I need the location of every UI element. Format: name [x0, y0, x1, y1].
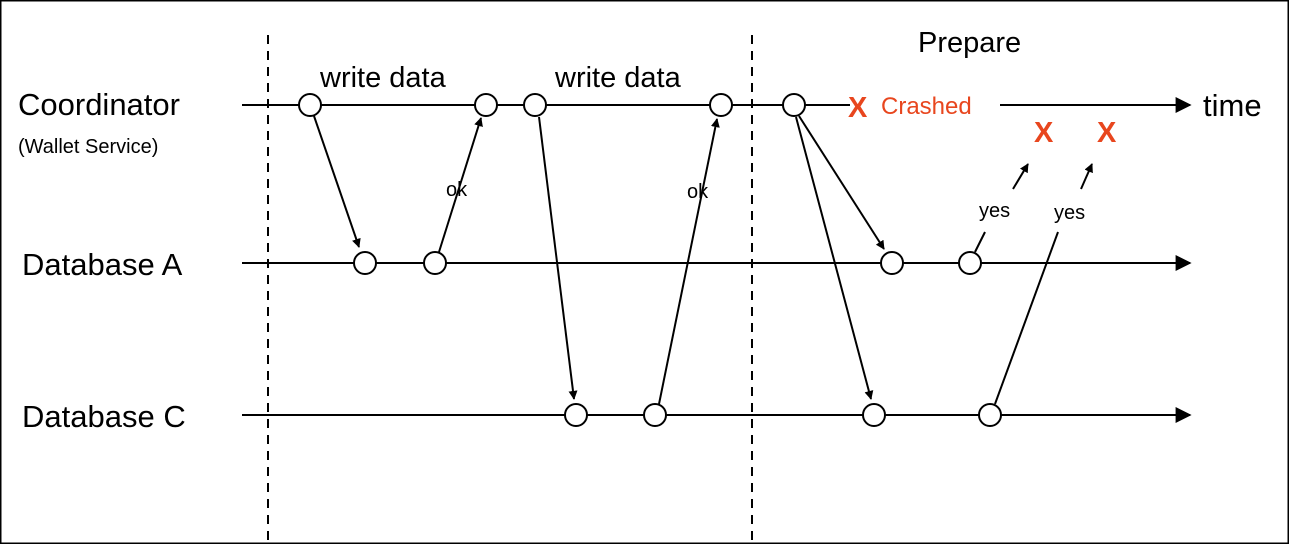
coordinator-event [523, 93, 547, 117]
lost-reply-mark-1: X [1034, 117, 1054, 149]
time-label: time [1203, 88, 1262, 123]
database-a-label: Database A [22, 247, 183, 282]
coordinator-event [298, 93, 322, 117]
database-c-event [862, 403, 886, 427]
coordinator-label: Coordinator [18, 87, 180, 122]
write-arrow-to-a [313, 115, 361, 248]
coordinator-subtitle: (Wallet Service) [18, 136, 158, 158]
write-data-label-2: write data [554, 62, 682, 94]
yes-arrow-from-a-head [1012, 163, 1029, 190]
phase-label: Prepare [918, 27, 1021, 59]
ok-arrow-from-a [438, 117, 483, 253]
write-data-label-1: write data [319, 62, 447, 94]
ok-arrow-from-c [658, 118, 720, 405]
prepare-arrow-to-c [795, 116, 874, 400]
database-a-event [958, 251, 982, 275]
yes-arrow-from-c-head [1080, 163, 1093, 190]
message-arrows [313, 115, 1093, 405]
yes-label-2: yes [1054, 202, 1085, 224]
crash-mark: X [848, 92, 868, 124]
coordinator-event [474, 93, 498, 117]
database-a-event [353, 251, 377, 275]
prepare-arrow-to-a [798, 115, 885, 250]
database-c-label: Database C [22, 399, 186, 434]
write-arrow-to-c [538, 116, 578, 400]
event-nodes [298, 93, 1002, 427]
database-a-event [423, 251, 447, 275]
yes-arrow-from-c [994, 231, 1059, 405]
yes-label-1: yes [979, 200, 1010, 222]
coordinator-event [782, 93, 806, 117]
crash-label: Crashed [881, 93, 972, 120]
ok-label-1: ok [446, 179, 468, 201]
coordinator-event [709, 93, 733, 117]
database-a-event [880, 251, 904, 275]
ok-label-2: ok [687, 181, 709, 203]
database-c-event [643, 403, 667, 427]
database-c-event [564, 403, 588, 427]
yes-arrow-from-a [974, 231, 986, 253]
database-c-event [978, 403, 1002, 427]
lost-reply-mark-2: X [1097, 117, 1117, 149]
